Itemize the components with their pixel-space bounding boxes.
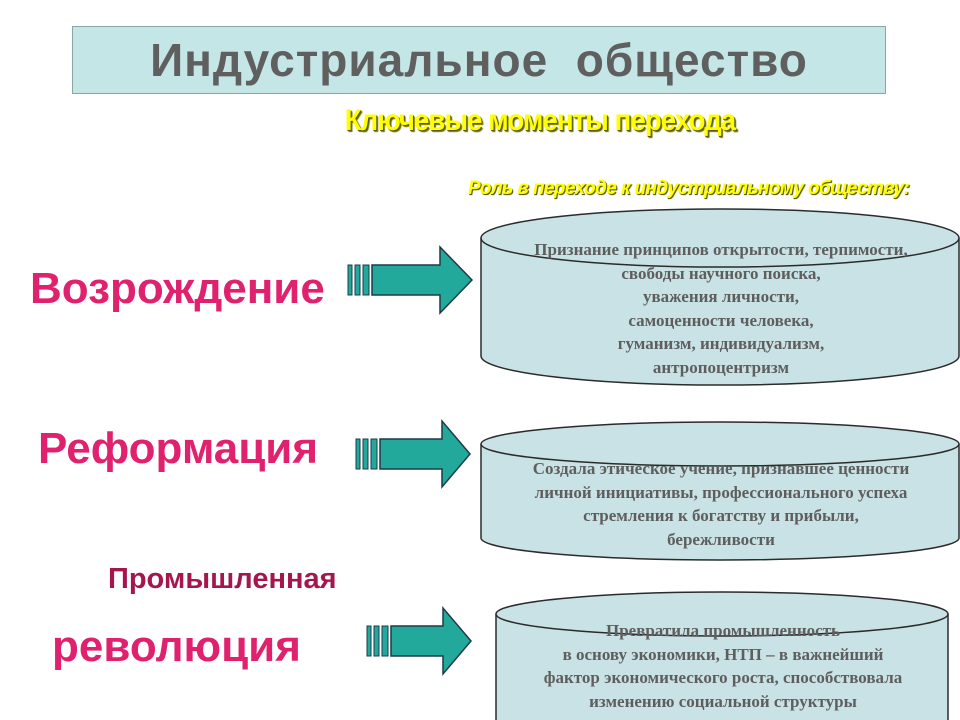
label-industrial-line2: революция [52, 622, 301, 671]
text-line: Признание принципов открытости, терпимос… [534, 240, 908, 259]
text-line: фактор экономического роста, способствов… [543, 668, 903, 687]
cylinder-text-renaissance: Признание принципов открытости, терпимос… [482, 238, 960, 379]
title-box: Индустриальное общество [72, 26, 886, 94]
striped-arrow-icon [366, 605, 472, 677]
cylinder-text-industrial: Превратила промышленность в основу эконо… [498, 619, 948, 713]
page-title: Индустриальное общество [150, 34, 808, 86]
cylinder-shape [480, 421, 960, 561]
role-caption: Роль в переходе к индустриальному общест… [468, 178, 910, 199]
text-line: изменению социальной структуры [589, 691, 857, 711]
text-line: Создала этическое учение, признавшее цен… [532, 459, 910, 478]
text-line: гуманизм, индивидуализм, [617, 334, 825, 353]
cylinder-text-reformation: Создала этическое учение, признавшее цен… [482, 457, 960, 551]
label-renaissance: Возрождение [30, 264, 325, 313]
text-line: стремления к богатству и прибыли, [583, 506, 859, 525]
striped-arrow-icon [347, 245, 474, 315]
text-line: антропоцентризм [652, 357, 790, 377]
striped-arrow-icon [355, 418, 471, 490]
cylinder-shape [480, 208, 960, 386]
label-industrial-line1: Промышленная [108, 563, 337, 595]
text-line: бережливости [667, 529, 775, 549]
cylinder-shape [495, 591, 949, 720]
subtitle: Ключевые моменты перехода [344, 104, 736, 137]
label-reformation: Реформация [38, 424, 319, 473]
text-line: личной инициативы, профессионального усп… [534, 482, 908, 502]
text-line: уважения личности, [642, 287, 800, 306]
text-line: самоценности человека, [628, 310, 814, 330]
text-line: в основу экономики, НТП – в важнейший [562, 644, 884, 664]
text-line: свободы научного поиска, [621, 263, 821, 283]
text-line: Превратила промышленность [605, 621, 841, 640]
